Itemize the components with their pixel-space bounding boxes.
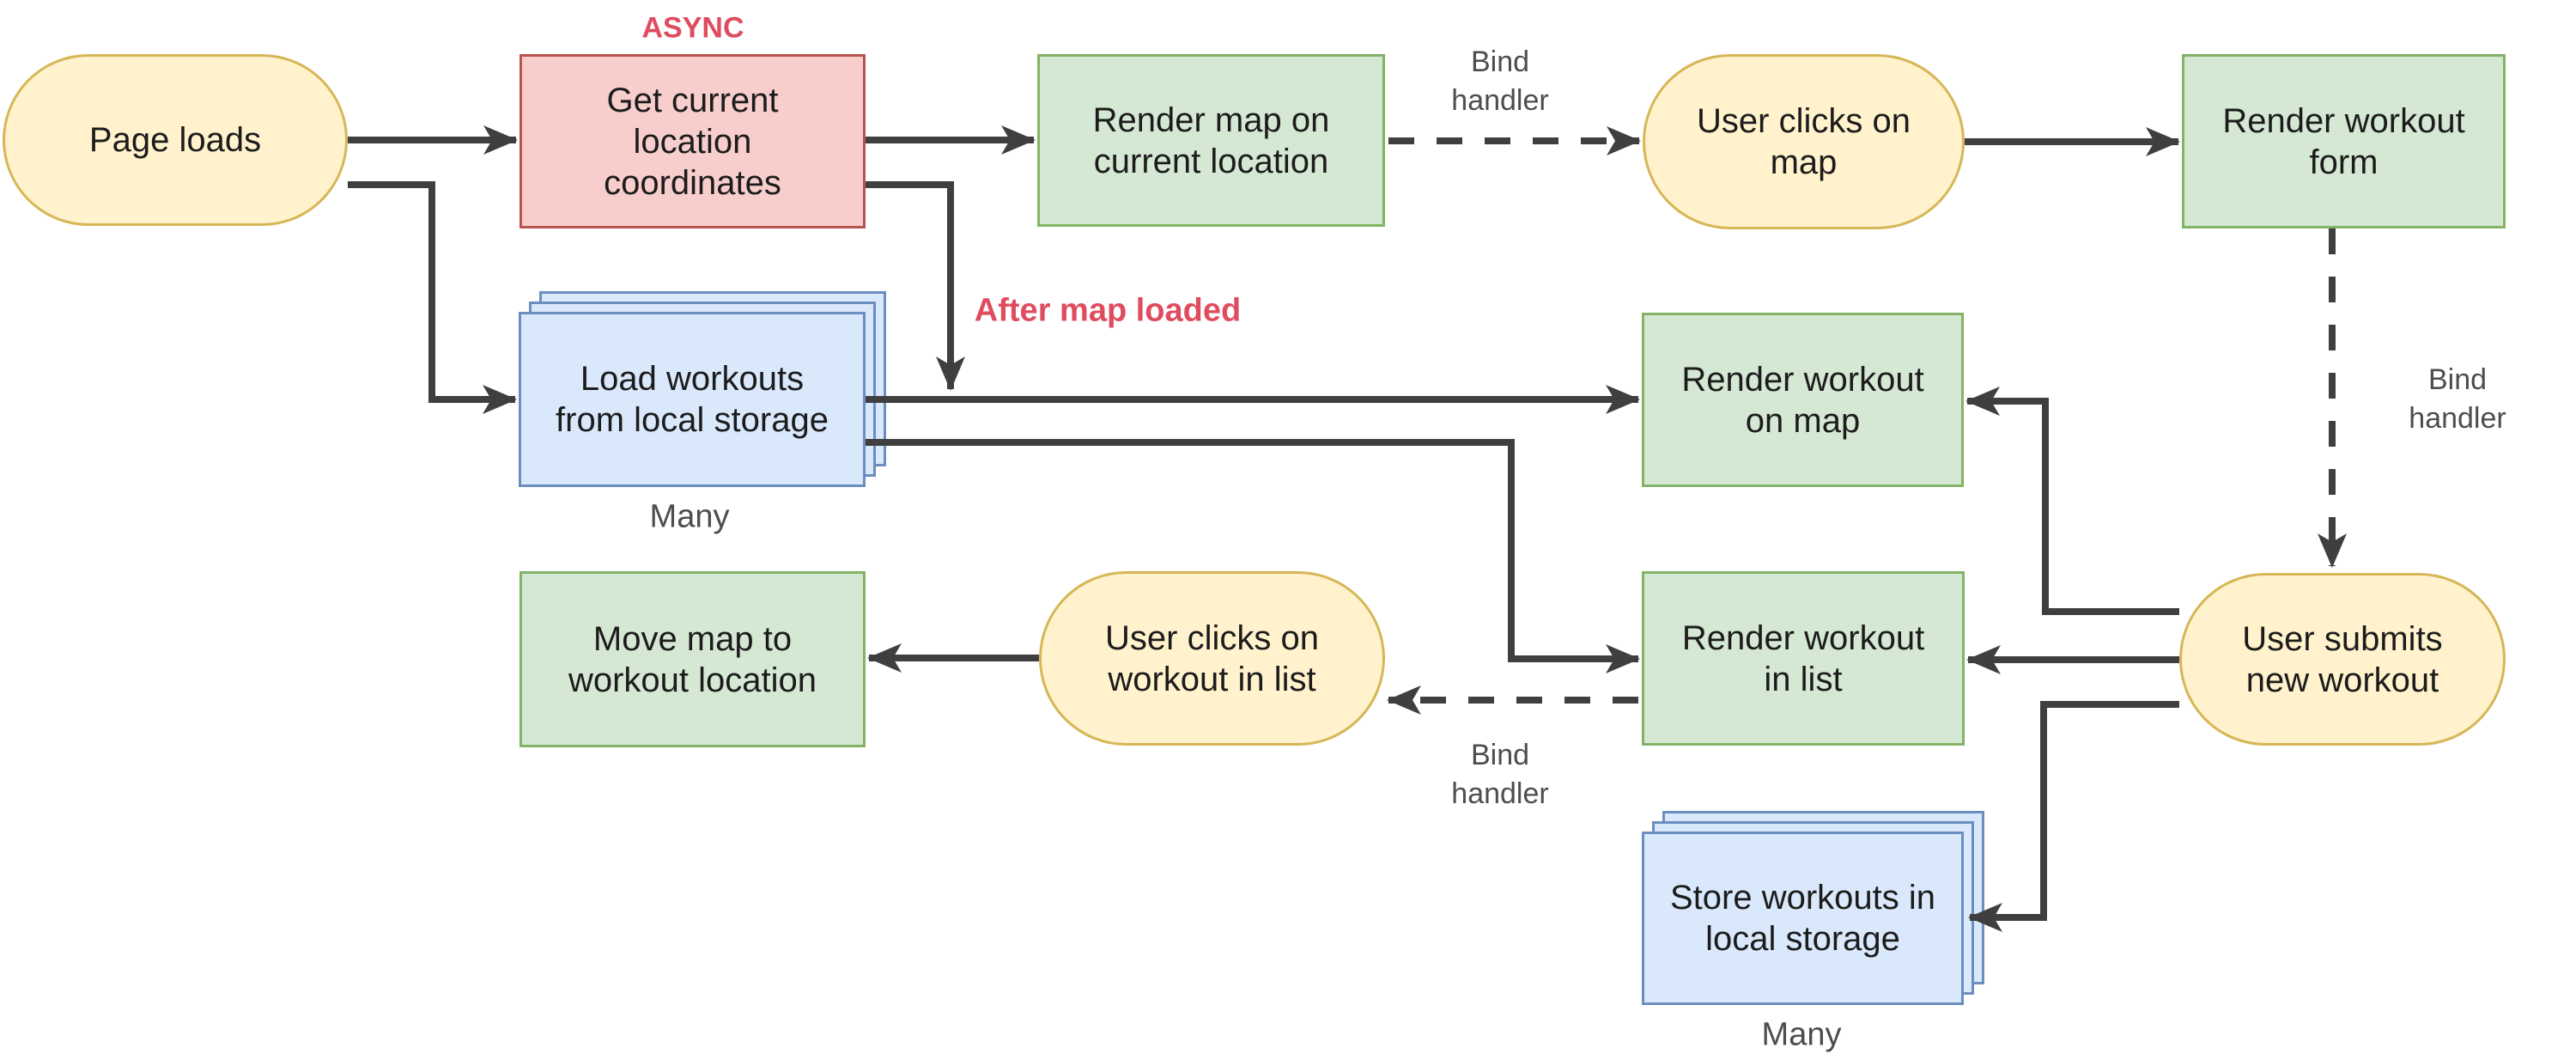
edge-user-submits-to-store-workouts — [1968, 701, 2179, 932]
node-get-current-location: Get current location coordinates — [519, 54, 866, 228]
node-render-workout-form-label: Render workout form — [2222, 101, 2465, 181]
node-render-workout-in-list-label: Render workout in list — [1681, 618, 1925, 698]
node-render-map-label: Render map on current location — [1092, 101, 1330, 180]
annotation-many-bottom: Many — [1761, 1016, 1842, 1053]
node-user-clicks-workout: User clicks on workout in list — [1039, 571, 1385, 746]
node-store-workouts-label: Store workouts in local storage — [1669, 879, 1936, 958]
node-render-workout-form: Render workout form — [2182, 54, 2506, 228]
node-user-clicks-workout-label: User clicks on workout in list — [1105, 618, 1319, 698]
annotation-after-map-loaded: After map loaded — [974, 292, 1242, 329]
annotation-bind-handler-bottom: Bind handler — [1451, 739, 1549, 810]
node-store-workouts-stack: Store workouts in local storage — [1642, 811, 1984, 1005]
node-get-current-location-label: Get current location coordinates — [604, 81, 781, 202]
node-user-clicks-map-label: User clicks on map — [1697, 102, 1911, 181]
annotation-bind-handler-top: Bind handler — [1451, 46, 1549, 117]
node-render-workout-on-map-label: Render workout on map — [1681, 360, 1924, 440]
node-load-workouts-label: Load workouts from local storage — [556, 360, 829, 439]
edge-page-loads-to-load-workouts — [348, 181, 517, 414]
annotation-many-top: Many — [649, 498, 730, 535]
node-render-workout-in-list: Render workout in list — [1642, 571, 1965, 746]
edge-user-submits-to-render-on-map — [1965, 387, 2179, 615]
node-load-workouts-stack: Load workouts from local storage — [519, 291, 886, 487]
node-move-map: Move map to workout location — [519, 571, 866, 747]
node-load-workouts: Load workouts from local storage — [519, 312, 866, 487]
node-render-workout-on-map: Render workout on map — [1642, 313, 1964, 487]
node-page-loads: Page loads — [3, 54, 348, 226]
annotation-async: ASYNC — [641, 11, 744, 45]
annotation-bind-handler-right: Bind handler — [2409, 363, 2506, 435]
node-render-map: Render map on current location — [1037, 54, 1385, 227]
node-move-map-label: Move map to workout location — [568, 619, 817, 699]
node-page-loads-label: Page loads — [88, 121, 262, 159]
node-user-submits: User submits new workout — [2179, 573, 2506, 746]
node-user-clicks-map: User clicks on map — [1643, 54, 1965, 229]
node-user-submits-label: User submits new workout — [2242, 619, 2443, 699]
node-store-workouts: Store workouts in local storage — [1642, 832, 1964, 1005]
